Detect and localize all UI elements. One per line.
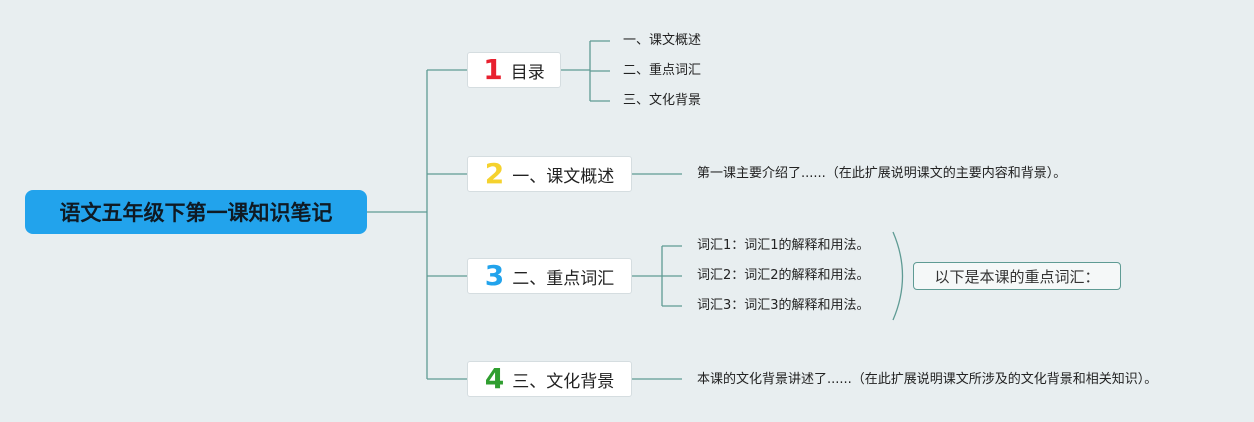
number-3-icon: 3 [484,259,505,292]
subtopic-3-1[interactable]: 词汇1：词汇1的解释和用法。 [697,238,870,253]
branch-topic-1[interactable]: 1 目录 [467,52,561,88]
branch-1-child-ticks [590,40,610,102]
summary-callout-label: 以下是本课的重点词汇： [934,267,1100,286]
subtopic-1-1[interactable]: 一、课文概述 [623,33,702,48]
subtopic-3-2[interactable]: 词汇2：词汇2的解释和用法。 [697,268,870,283]
subtopic-1-2[interactable]: 二、重点词汇 [623,63,702,78]
branch-topic-2[interactable]: 2 一、课文概述 [467,156,632,192]
branch-topic-3[interactable]: 3 二、重点词汇 [467,258,632,294]
branch-4-label: 三、文化背景 [512,371,615,392]
root-topic[interactable]: 语文五年级下第一课知识笔记 [25,190,367,234]
subtopic-4-1[interactable]: 本课的文化背景讲述了......（在此扩展说明课文所涉及的文化背景和相关知识）。 [697,372,1158,387]
subtopic-2-1[interactable]: 第一课主要介绍了......（在此扩展说明课文的主要内容和背景）。 [697,166,1067,181]
subtopic-3-3[interactable]: 词汇3：词汇3的解释和用法。 [697,298,870,313]
branch-3-child-ticks [662,245,682,307]
root-topic-label: 语文五年级下第一课知识笔记 [59,201,333,225]
summary-brace [892,231,904,321]
summary-callout[interactable]: 以下是本课的重点词汇： [913,262,1121,290]
subtopic-1-3[interactable]: 三、文化背景 [623,93,702,108]
branch-topic-4[interactable]: 4 三、文化背景 [467,361,632,397]
branch-3-label: 二、重点词汇 [512,268,615,289]
number-4-icon: 4 [484,362,505,395]
number-1-icon: 1 [483,53,503,86]
branch-2-label: 一、课文概述 [512,166,615,187]
number-2-icon: 2 [484,157,505,190]
branch-1-label: 目录 [510,62,545,83]
